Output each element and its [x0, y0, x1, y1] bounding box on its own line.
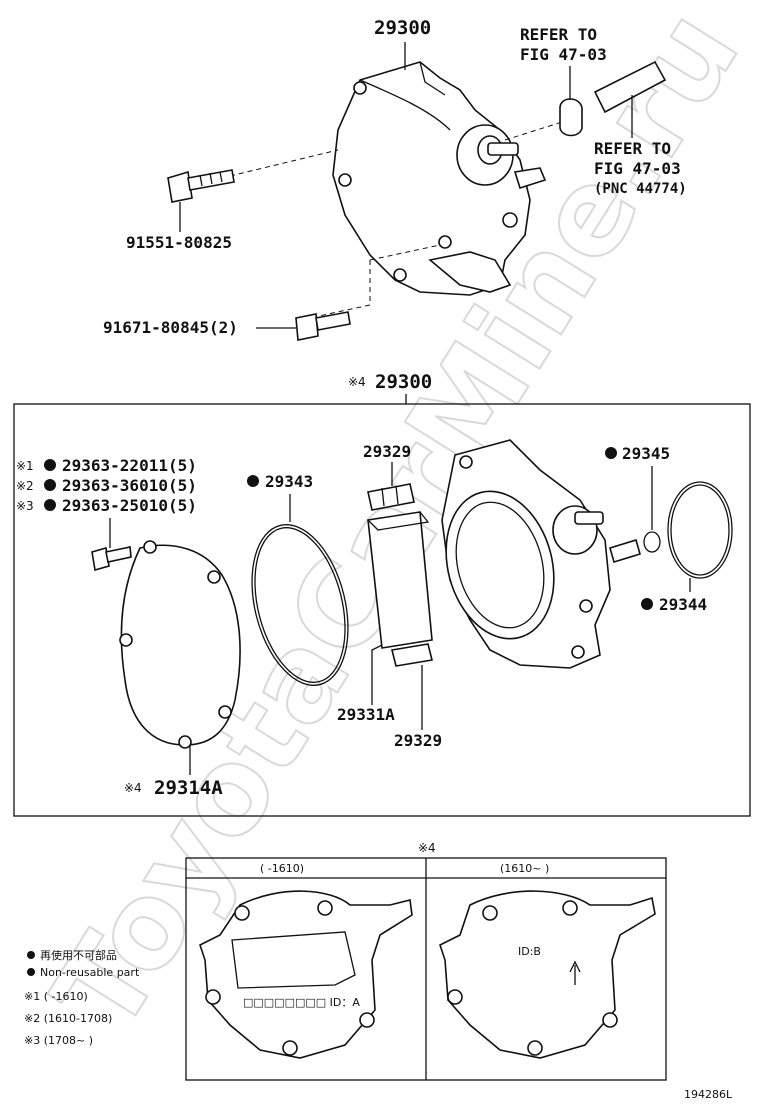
pn-29345: 29345: [622, 444, 670, 463]
pn-29363-22011: 29363-22011(5): [62, 456, 197, 475]
top-pump-illustration: [229, 60, 667, 321]
bolt-91551: [167, 169, 235, 203]
pn-29300-top: 29300: [374, 17, 431, 39]
nonreusable-dot-29343: [247, 475, 259, 487]
legend-line2: Non-reusable part: [40, 966, 140, 979]
seal-29345: [643, 531, 661, 553]
compare-left-header: ( -1610): [260, 862, 304, 875]
cover-mark: ※4: [124, 781, 142, 795]
pn-29331A: 29331A: [337, 705, 395, 724]
refer-b-line2: FIG 47-03: [594, 159, 681, 178]
pn-29343: 29343: [265, 472, 313, 491]
pump-housing: [441, 439, 641, 669]
compare-left-pump: [199, 890, 413, 1059]
screw-mark-1: ※1: [16, 459, 34, 473]
pn-29329-bottom: 29329: [394, 731, 442, 750]
vane-assembly: [367, 483, 433, 667]
compare-right-label: ID:B: [518, 945, 541, 958]
refer-a-line2: FIG 47-03: [520, 45, 607, 64]
leader-29331A: [371, 644, 383, 705]
pn-29344: 29344: [659, 595, 707, 614]
pn-29363-25010: 29363-25010(5): [62, 496, 197, 515]
compare-right-pump: [439, 890, 656, 1059]
legend-range-3: ※3 (1708~ ): [24, 1034, 93, 1047]
compare-right-header: (1610~ ): [500, 862, 549, 875]
legend-dot-2: [27, 968, 35, 976]
kit-box: [13, 403, 751, 817]
legend-line1: 再使用不可部品: [40, 948, 117, 962]
refer-b-line1: REFER TO: [594, 139, 671, 158]
legend-range-2: ※2 (1610-1708): [24, 1012, 112, 1025]
nonreusable-dot-29344: [641, 598, 653, 610]
pn-29363-36010: 29363-36010(5): [62, 476, 197, 495]
pn-29314A: 29314A: [154, 777, 223, 799]
screw-illustration: [91, 518, 132, 572]
legend-dot-1: [27, 951, 35, 959]
pn-91671-80845: 91671-80845(2): [103, 318, 238, 337]
refer-a-line1: REFER TO: [520, 25, 597, 44]
screw-list: ※1 29363-22011(5) ※2 29363-36010(5) ※3 2…: [16, 456, 197, 515]
pn-29329-top: 29329: [363, 442, 411, 461]
pn-29300-kit: 29300: [375, 371, 432, 393]
compare-left-label: □□□□□□□□ ID：A: [243, 996, 360, 1009]
seal-29344: [667, 481, 733, 579]
compare-mark: ※4: [418, 841, 436, 855]
legend-range-1: ※1 ( -1610): [24, 990, 88, 1003]
refer-b-line3: (PNC 44774): [594, 181, 687, 197]
pn-91551-80825: 91551-80825: [126, 233, 232, 252]
screw-mark-3: ※3: [16, 499, 34, 513]
bolt-91671: [295, 311, 351, 341]
figure-id: 194286L: [684, 1088, 733, 1101]
kit-mark: ※4: [348, 375, 366, 389]
oring-29343: [251, 524, 349, 686]
nonreusable-dot-29345: [605, 447, 617, 459]
screw-mark-2: ※2: [16, 479, 34, 493]
cover-plate: [119, 540, 241, 749]
